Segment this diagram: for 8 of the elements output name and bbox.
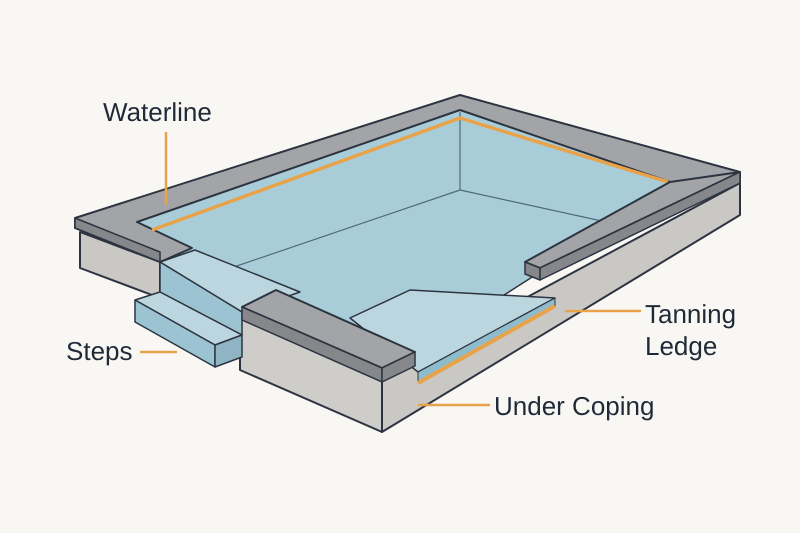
callout-label: Steps xyxy=(66,335,134,367)
callout-label: Tanning Ledge xyxy=(645,298,738,362)
callout-label: Under Coping xyxy=(494,390,656,422)
callout-label: Waterline xyxy=(103,96,213,128)
leader-line xyxy=(140,350,177,354)
leader-line xyxy=(418,404,490,406)
leader-line xyxy=(164,132,168,205)
leader-line xyxy=(565,310,641,312)
